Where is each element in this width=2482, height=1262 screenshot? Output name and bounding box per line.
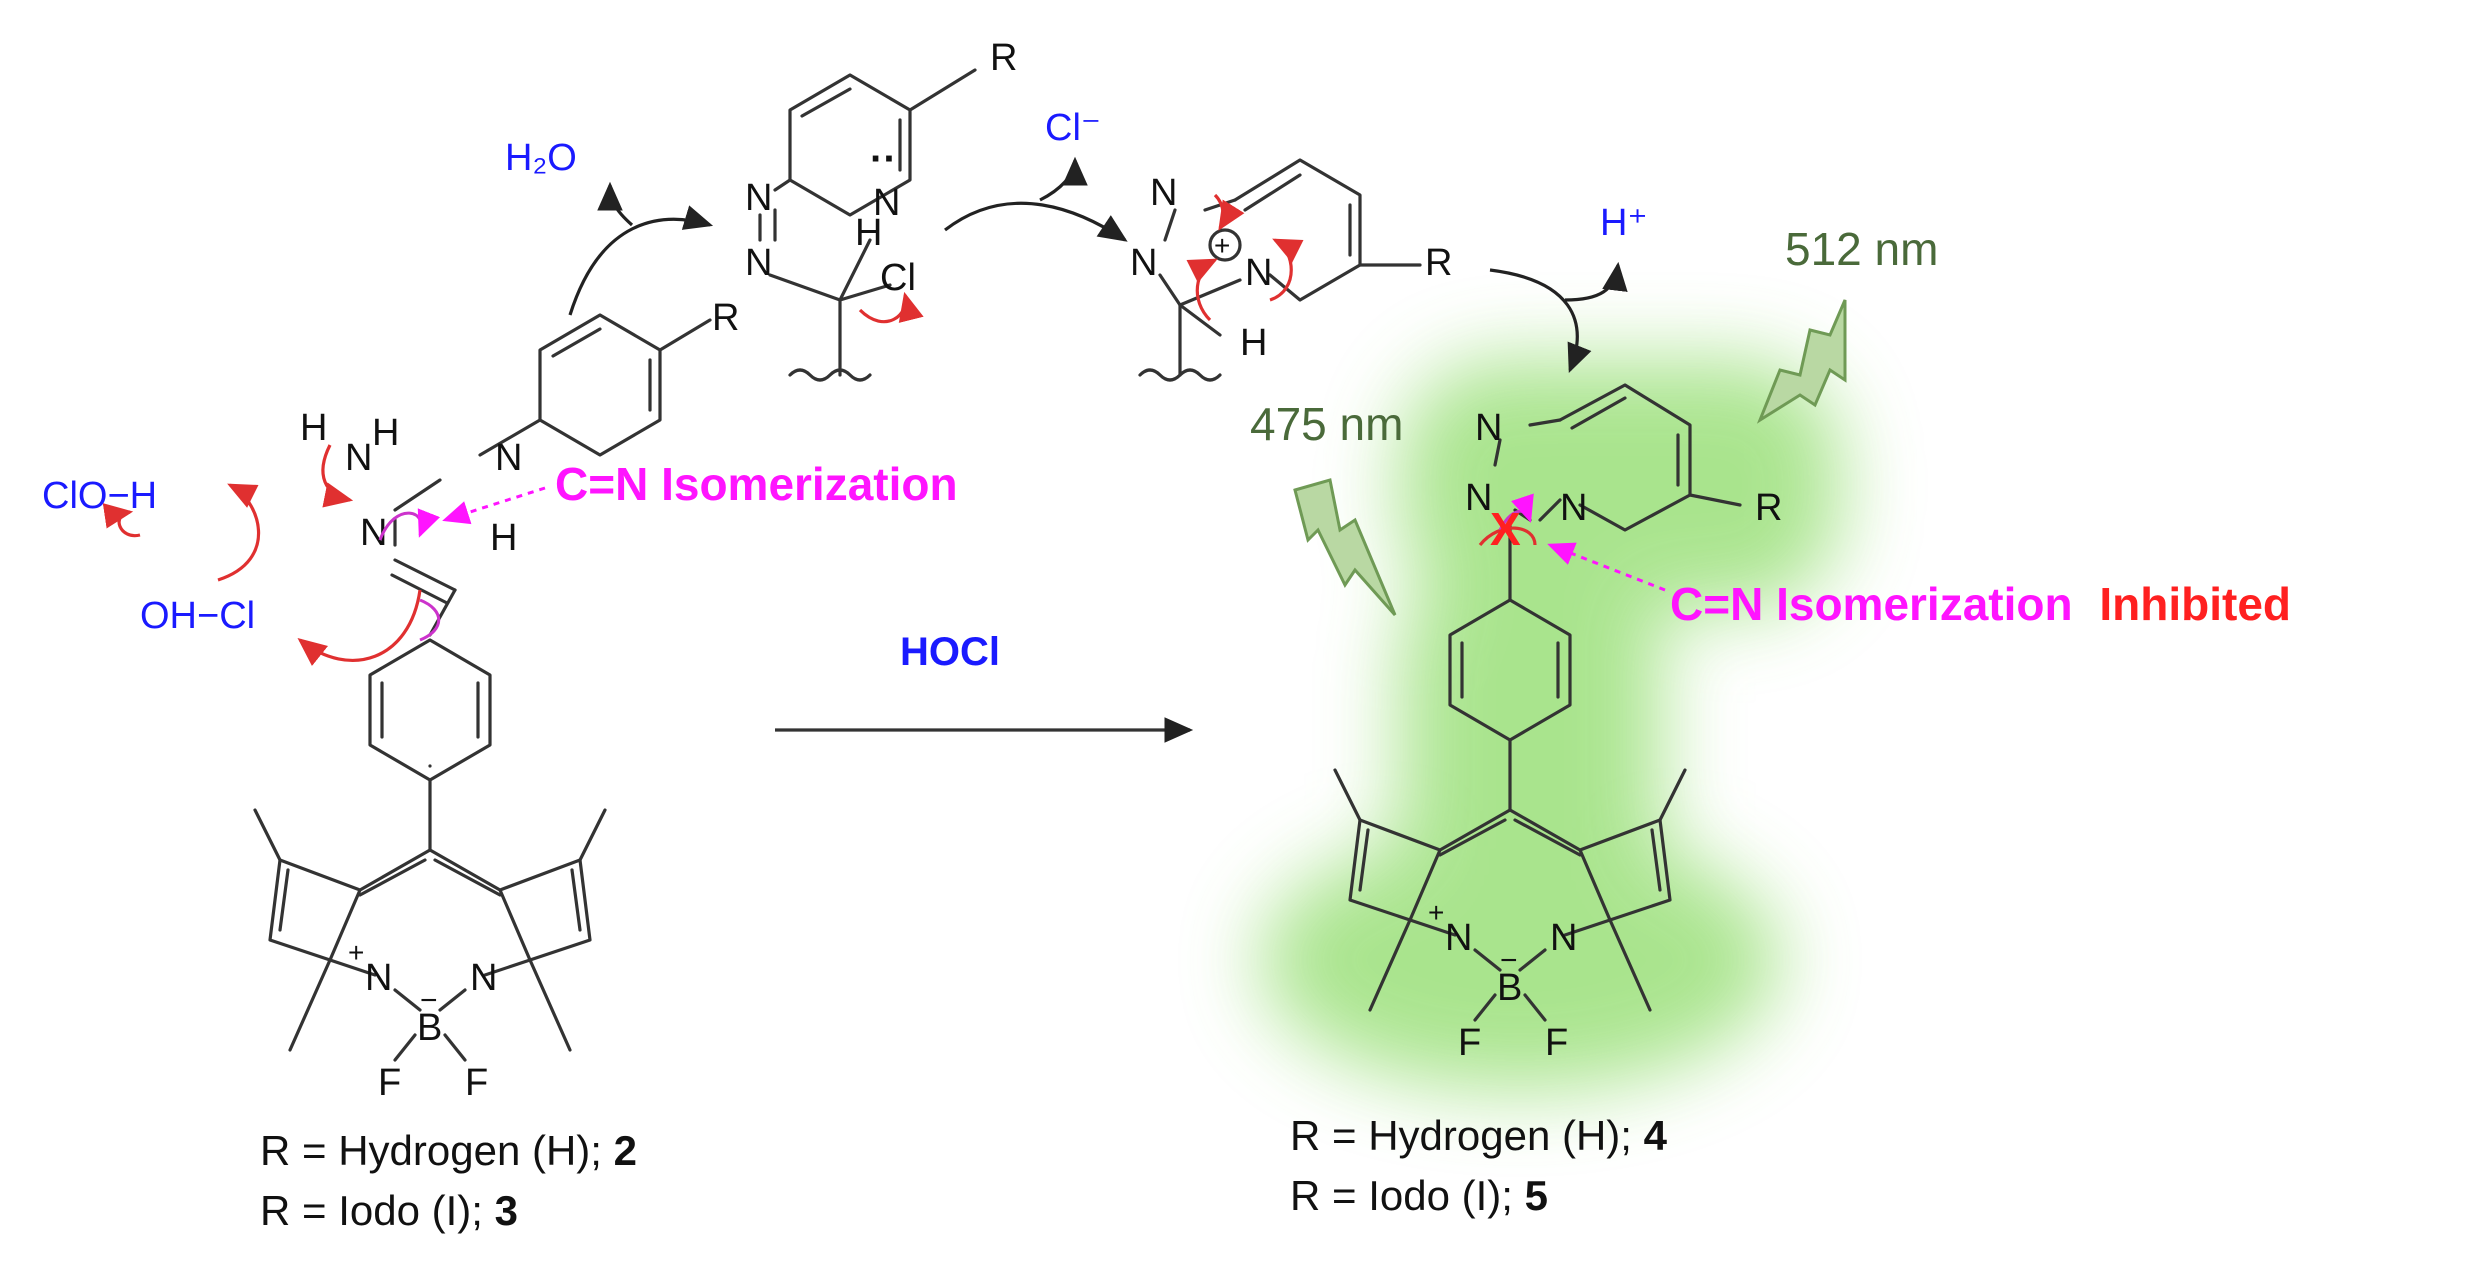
reactant-caption-line-2: R = Iodo (I); 3 (260, 1187, 518, 1234)
atom-n: N (1445, 917, 1472, 959)
atom-n: N (365, 957, 392, 999)
reactant-caption-line-1: R = Hydrogen (H); 2 (260, 1127, 637, 1174)
reaction-arrow-1 (568, 205, 714, 316)
reactant-compound-number-2: 2 (614, 1127, 637, 1174)
charge-plus: + (348, 937, 364, 968)
fluorescence-glow (1260, 360, 1840, 1090)
blocked-x-mark: X (1490, 503, 1521, 555)
atom-n: N (745, 242, 772, 284)
product-caption-1-text: R = Hydrogen (H); (1290, 1112, 1644, 1159)
inhibited-text: Inhibited (2099, 578, 2291, 630)
product-molecule: N N N R N N B F F + − X (1333, 383, 1782, 1064)
isomerization-inhibited-label: C=N Isomerization Inhibited (1670, 578, 2291, 630)
lone-pair: ·· (870, 137, 897, 181)
reactant-caption-2-text: R = Iodo (I); (260, 1187, 495, 1234)
atom-r: R (990, 37, 1017, 79)
isomerization-label: C=N Isomerization (555, 458, 958, 510)
atom-cl: Cl (880, 257, 916, 299)
water-leaving-arrow (597, 181, 634, 227)
atom-f: F (378, 1062, 401, 1104)
chloride-leaving-arrow (1039, 156, 1088, 202)
atom-h: H (490, 517, 517, 559)
atom-f: F (1458, 1022, 1481, 1064)
atom-h: H (372, 412, 399, 454)
proton-leaving-arrow (1564, 261, 1628, 302)
excitation-wavelength: 475 nm (1250, 398, 1403, 450)
atom-n: N (1550, 917, 1577, 959)
reagent-label: HOCl (900, 630, 1000, 674)
cation-plus: + (1214, 230, 1230, 261)
excitation-lightning-icon (1293, 478, 1397, 616)
atom-f: F (465, 1062, 488, 1104)
charge-minus: − (420, 984, 438, 1017)
atom-b: B (417, 1007, 442, 1049)
chloride-label: Cl⁻ (1045, 107, 1101, 149)
proton-label: H⁺ (1600, 202, 1648, 244)
product-caption-line-1: R = Hydrogen (H); 4 (1290, 1112, 1668, 1159)
intermediate-2: N N N H R + (1130, 158, 1452, 382)
atom-f: F (1545, 1022, 1568, 1064)
atom-r: R (712, 297, 739, 339)
reaction-arrow-3 (1489, 268, 1592, 373)
hypochlorous-oh-cl: OH−Cl (140, 595, 255, 637)
atom-n: N (1150, 172, 1177, 214)
atom-n: N (1560, 487, 1587, 529)
charge-plus: + (1428, 897, 1444, 928)
atom-b: B (1497, 967, 1522, 1009)
product-compound-number-5: 5 (1525, 1172, 1548, 1219)
atom-n: N (873, 182, 900, 224)
atom-n: N (745, 177, 772, 219)
reactant-caption-1-text: R = Hydrogen (H); (260, 1127, 614, 1174)
product-compound-number-4: 4 (1644, 1112, 1668, 1159)
reactant-molecule: R N H N H N H N N B F F + − ClO−H OH−Cl (42, 297, 739, 1104)
product-caption-2-text: R = Iodo (I); (1290, 1172, 1525, 1219)
atom-n: N (1245, 252, 1272, 294)
atom-r: R (1425, 242, 1452, 284)
atom-h: H (1240, 322, 1267, 364)
atom-n: N (495, 437, 522, 479)
intermediate-1: R N ·· N N H Cl (745, 37, 1017, 382)
atom-n: N (1475, 407, 1502, 449)
atom-n: N (345, 437, 372, 479)
isomerization-pointer (442, 486, 546, 525)
atom-n: N (1465, 477, 1492, 519)
reaction-arrow-2 (944, 201, 1128, 242)
atom-h: H (855, 212, 882, 254)
emission-lightning-icon (1756, 299, 1847, 424)
emission-wavelength: 512 nm (1785, 223, 1938, 275)
hypochlorite-clo-h: ClO−H (42, 475, 157, 517)
inhibited-isomerization-text: C=N Isomerization (1670, 578, 2073, 630)
atom-r: R (1755, 487, 1782, 529)
atom-n: N (1130, 242, 1157, 284)
product-caption-line-2: R = Iodo (I); 5 (1290, 1172, 1548, 1219)
inhibited-pointer (1547, 542, 1666, 592)
charge-minus: − (1500, 944, 1518, 977)
atom-n: N (470, 957, 497, 999)
atom-h: H (300, 407, 327, 449)
reactant-compound-number-3: 3 (495, 1187, 518, 1234)
water-label: H₂O (505, 137, 577, 179)
